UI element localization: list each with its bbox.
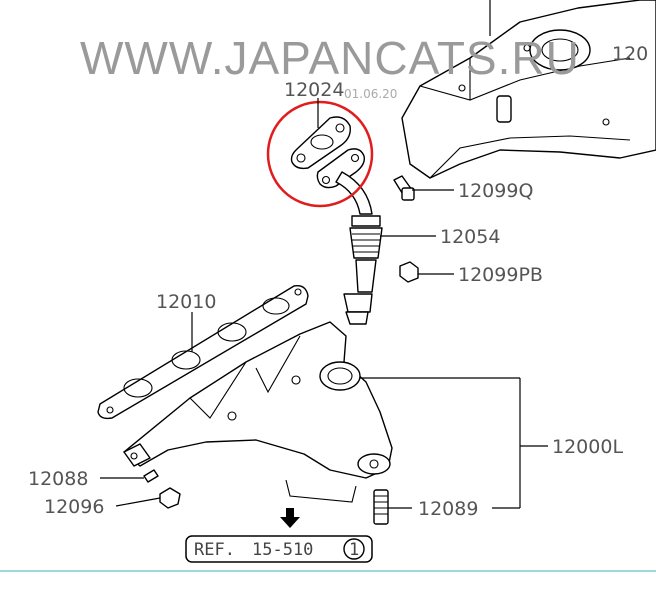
label-12089[interactable]: 12089 (418, 498, 478, 520)
bolt-12099Q[interactable] (393, 175, 415, 201)
label-120-cut[interactable]: 120 (612, 43, 648, 65)
washer-12088[interactable] (143, 469, 159, 483)
label-12088[interactable]: 12088 (28, 468, 88, 490)
label-12000L[interactable]: 12000L (552, 436, 623, 458)
heat-shield[interactable] (401, 0, 656, 179)
label-12054[interactable]: 12054 (440, 226, 500, 248)
leader-lines (100, 98, 548, 509)
manifold-gasket-12010[interactable] (97, 285, 309, 420)
stud-12089[interactable] (373, 489, 389, 525)
label-12099PB[interactable]: 12099PB (458, 264, 543, 286)
ref-circle-number: 1 (349, 540, 359, 560)
nut-12096[interactable] (159, 487, 181, 509)
label-12099Q[interactable]: 12099Q (458, 180, 533, 202)
label-12010[interactable]: 12010 (156, 291, 216, 313)
gasket-12024[interactable] (290, 116, 351, 170)
highlight-circle (266, 100, 374, 208)
label-12096[interactable]: 12096 (44, 496, 104, 518)
down-arrow-icon (280, 508, 300, 528)
watermark-text: WWW.JAPANCATS.RU (80, 32, 580, 84)
exhaust-manifold-12000L[interactable] (123, 321, 393, 503)
nut-12099PB[interactable] (399, 261, 419, 283)
ref-number: 15-510 (252, 540, 313, 560)
date-stamp: 01.06.20 (344, 87, 397, 101)
ref-prefix: REF. (194, 540, 235, 560)
egr-pipe-12054[interactable] (316, 148, 383, 325)
label-12024[interactable]: 12024 (284, 79, 344, 101)
ref-link[interactable]: REF. 15-510 1 (185, 535, 373, 563)
